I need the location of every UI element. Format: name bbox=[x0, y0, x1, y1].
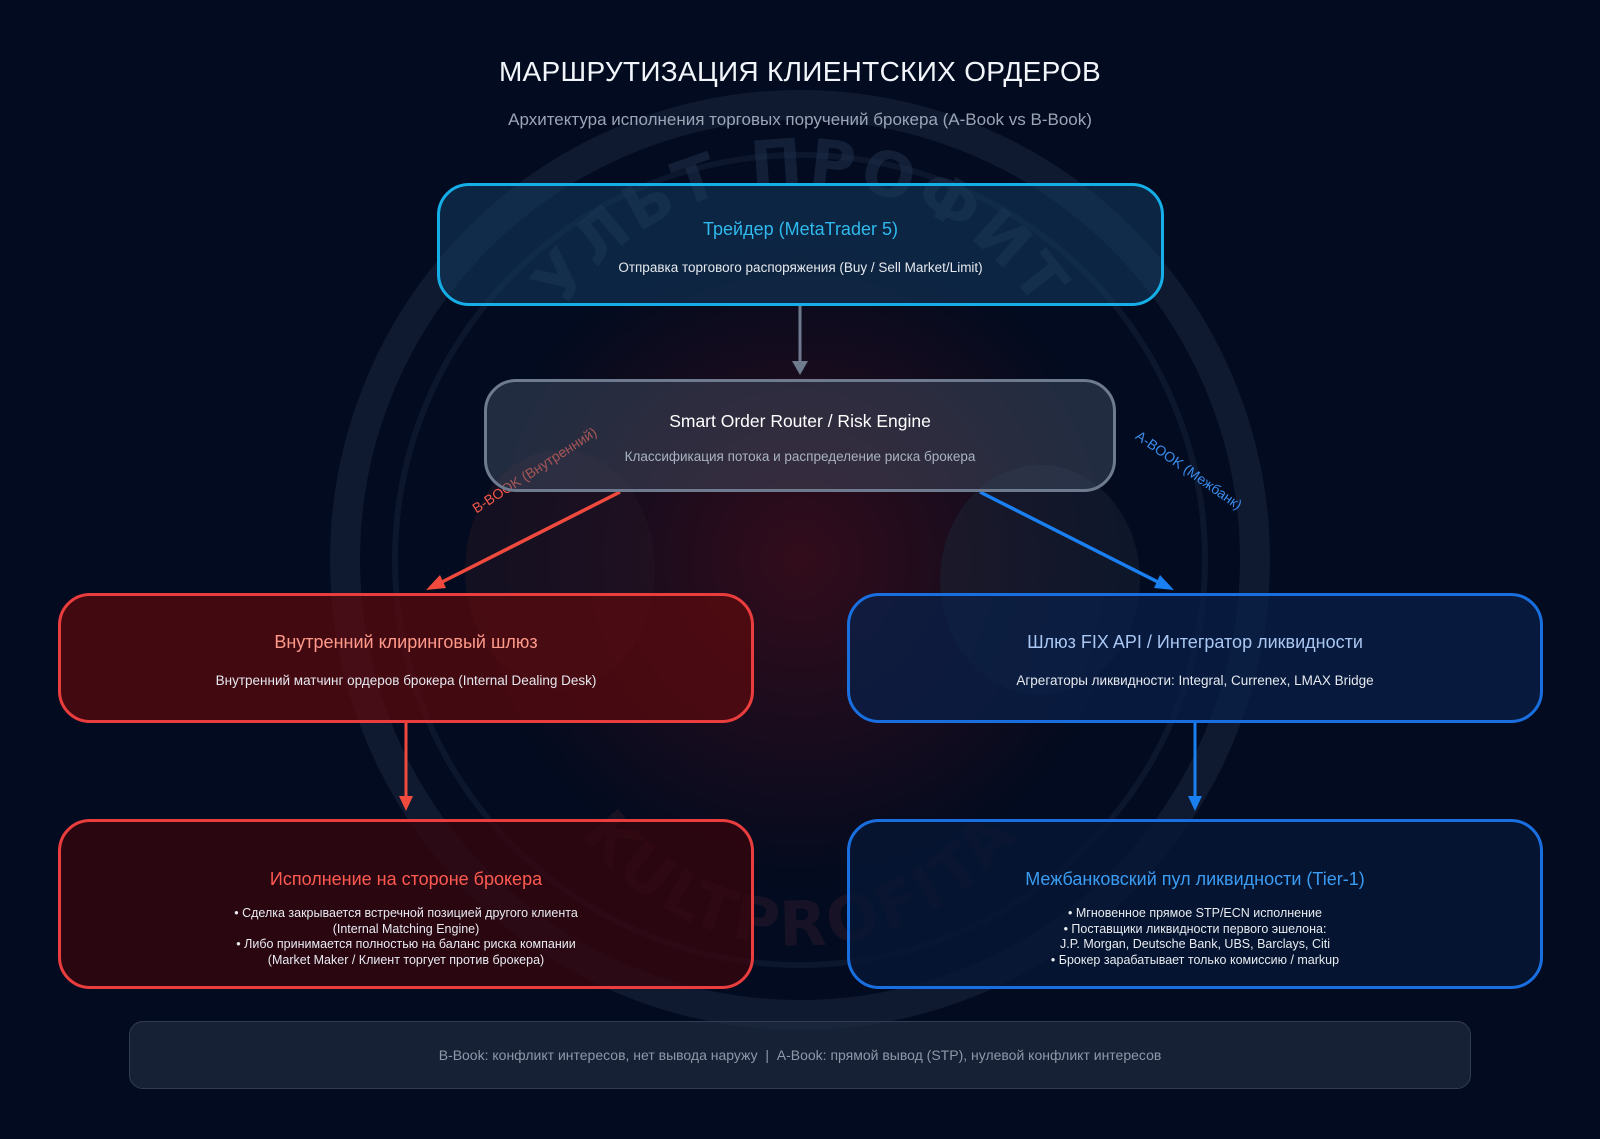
footer-note: B-Book: конфликт интересов, нет вывода н… bbox=[129, 1021, 1471, 1089]
arrow-internal-to-broker bbox=[399, 723, 413, 811]
node-broker-execution: Исполнение на стороне брокера • Сделка з… bbox=[58, 819, 754, 989]
node-internal-gateway: Внутренний клиринговый шлюз Внутренний м… bbox=[58, 593, 754, 723]
node-fix-gateway-title: Шлюз FIX API / Интегратор ликвидности bbox=[1027, 632, 1363, 652]
node-broker-execution-details: • Сделка закрывается встречной позицией … bbox=[61, 906, 751, 968]
node-fix-gateway: Шлюз FIX API / Интегратор ликвидности Аг… bbox=[847, 593, 1543, 723]
arrow-router-to-internal bbox=[426, 490, 621, 590]
diagram-subtitle: Архитектура исполнения торговых поручени… bbox=[508, 110, 1092, 129]
watermark-outer-ring bbox=[330, 90, 1270, 1030]
arrow-router-to-fix bbox=[979, 490, 1174, 590]
detail-line: • Либо принимается полностью на баланс р… bbox=[236, 937, 576, 951]
node-interbank-pool: Межбанковский пул ликвидности (Tier-1) •… bbox=[847, 819, 1543, 989]
node-trader-title: Трейдер (MetaTrader 5) bbox=[703, 219, 898, 239]
node-internal-gateway-title: Внутренний клиринговый шлюз bbox=[274, 632, 538, 652]
node-interbank-pool-title: Межбанковский пул ликвидности (Tier-1) bbox=[1025, 869, 1365, 889]
node-router-title: Smart Order Router / Risk Engine bbox=[669, 411, 931, 431]
detail-line: (Market Maker / Клиент торгует против бр… bbox=[267, 952, 545, 967]
node-trader-description: Отправка торгового распоряжения (Buy / S… bbox=[618, 260, 983, 275]
footer-note-text: B-Book: конфликт интересов, нет вывода н… bbox=[438, 1047, 1162, 1063]
arrow-fix-to-interbank bbox=[1188, 723, 1202, 811]
node-internal-gateway-description: Внутренний матчинг ордеров брокера (Inte… bbox=[215, 673, 597, 688]
watermark-inner-ring bbox=[392, 152, 1208, 968]
watermark-glow bbox=[470, 230, 1130, 890]
node-router: Smart Order Router / Risk Engine Классиф… bbox=[484, 379, 1116, 492]
diagram-title: МАРШРУТИЗАЦИЯ КЛИЕНТСКИХ ОРДЕРОВ bbox=[498, 56, 1102, 87]
detail-line: • Брокер зарабатывает только комиссию / … bbox=[1050, 952, 1340, 967]
node-broker-execution-title: Исполнение на стороне брокера bbox=[269, 869, 543, 889]
detail-line: • Поставщики ликвидности первого эшелона… bbox=[1063, 921, 1327, 936]
detail-line: J.P. Morgan, Deutsche Bank, UBS, Barclay… bbox=[1059, 937, 1331, 951]
detail-line: • Мгновенное прямое STP/ECN исполнение bbox=[1068, 906, 1322, 920]
detail-line: • Сделка закрывается встречной позицией … bbox=[234, 906, 578, 920]
node-trader: Трейдер (MetaTrader 5) Отправка торговог… bbox=[437, 183, 1164, 306]
node-router-description: Классификация потока и распределение рис… bbox=[624, 449, 976, 464]
node-interbank-pool-details: • Мгновенное прямое STP/ECN исполнение •… bbox=[850, 906, 1540, 968]
arrow-trader-to-router bbox=[792, 306, 808, 375]
node-fix-gateway-description: Агрегаторы ликвидности: Integral, Curren… bbox=[1016, 673, 1374, 688]
detail-line: (Internal Matching Engine) bbox=[332, 921, 480, 936]
